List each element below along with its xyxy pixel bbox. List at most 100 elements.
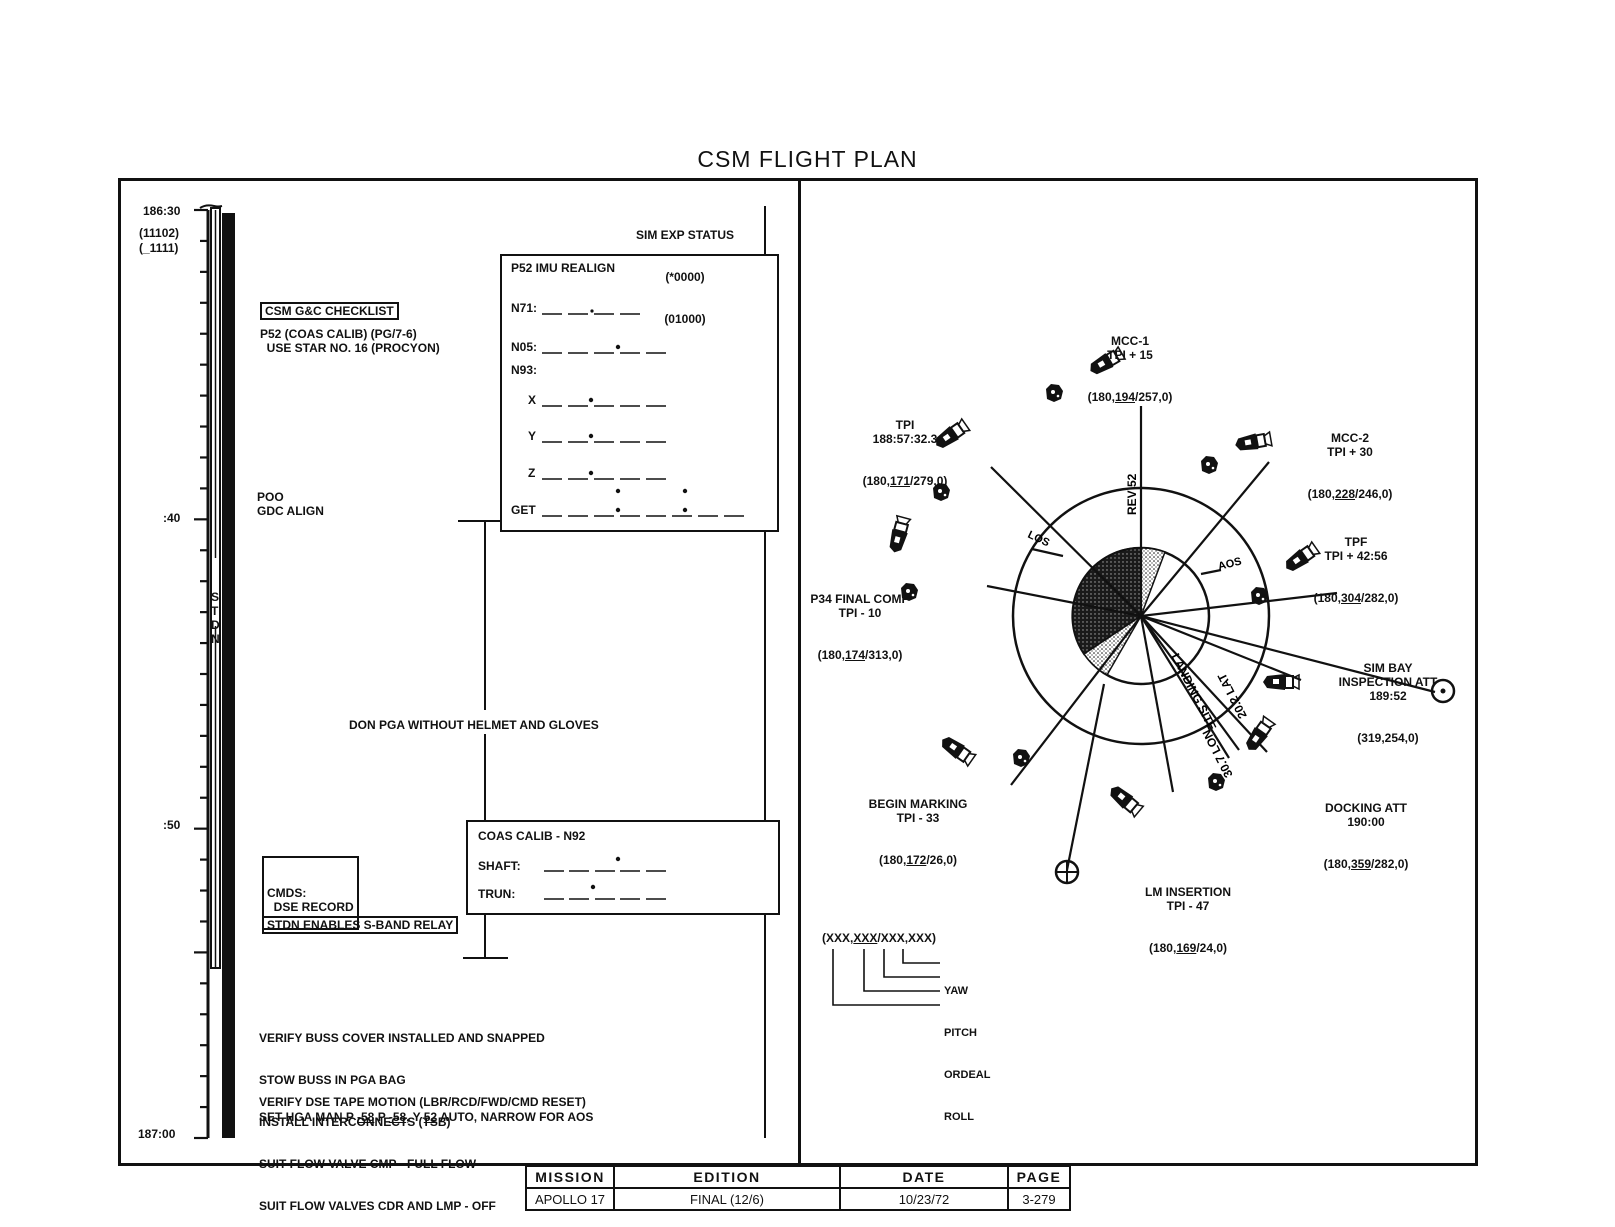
lon-label: 30.7 LON	[1200, 727, 1236, 780]
gdc-align-line: GDC ALIGN	[257, 504, 324, 518]
target-right-icon	[1430, 678, 1456, 704]
time-start: 186:30	[143, 204, 181, 218]
legend-leaders	[832, 949, 940, 1006]
timeline-graphic	[194, 204, 235, 1140]
ray-p34	[986, 584, 1142, 618]
los-label: LOS	[1026, 529, 1052, 549]
ray-aos	[1200, 568, 1222, 576]
coas-entry-blanks	[544, 856, 666, 900]
n05-label: N05:	[511, 340, 538, 354]
csm-spacecraft-icon	[942, 737, 978, 768]
sim-exp-status: SIM EXP STATUS (*0000) (01000)	[620, 200, 750, 340]
ray-tpi	[990, 466, 1142, 617]
sim-exp-code1: (*0000)	[665, 270, 705, 284]
sim-exp-code2: (01000)	[664, 312, 706, 326]
attitude-format: (XXX,XXX/XXX,XXX)	[822, 931, 937, 945]
coas-box-title: COAS CALIB - N92	[478, 829, 586, 843]
lm-spacecraft-icon	[1208, 773, 1225, 791]
legend-roll: ROLL	[944, 1111, 974, 1123]
coas-calib-box: COAS CALIB - N92 SHAFT: TRUN:	[466, 820, 780, 915]
y-label: Y	[528, 429, 537, 443]
mission-value: APOLLO 17	[525, 1187, 615, 1211]
center-divider	[798, 180, 801, 1163]
rev52-label: REV 52	[1125, 473, 1139, 515]
get-label: GET	[511, 503, 536, 517]
time-end: 187:00	[138, 1127, 176, 1141]
csm-spacecraft-icon	[1090, 345, 1127, 375]
lm-spacecraft-icon	[901, 583, 918, 601]
csm-spacecraft-icon	[889, 514, 912, 553]
footer-info-table: MISSION EDITION DATE PAGE APOLLO 17 FINA…	[525, 1165, 1071, 1211]
ray-tpf	[1140, 591, 1338, 618]
cmds-box: CMDS: DSE RECORD	[262, 856, 359, 930]
csm-spacecraft-icon	[1235, 430, 1273, 451]
ray-los	[1031, 547, 1064, 558]
shaft-label: SHAFT:	[478, 859, 521, 873]
csm-spacecraft-icon	[1286, 540, 1322, 571]
set-hga-line: SET HGA MAN P -58 P -58, Y 52 AUTO, NARR…	[259, 1110, 594, 1124]
lm-spacecraft-icon	[933, 483, 950, 501]
lm-spacecraft-icon	[1201, 456, 1218, 474]
x-label: X	[528, 393, 537, 407]
sim-exp-label: SIM EXP STATUS	[635, 228, 734, 242]
lm-spacecraft-icon	[1251, 587, 1268, 605]
ray-mcc2	[1140, 461, 1270, 617]
timeline-ticks	[194, 208, 208, 1140]
lm-spacecraft-icon	[1046, 384, 1063, 402]
csm-spacecraft-icon	[1246, 714, 1277, 750]
legend-pitch: PITCH	[944, 1027, 977, 1039]
trun-label: TRUN:	[478, 887, 516, 901]
edition-value: FINAL (12/6)	[613, 1187, 841, 1211]
terminator-sector-1	[1140, 547, 1166, 617]
page-value: 3-279	[1007, 1187, 1071, 1211]
mission-header: MISSION	[525, 1165, 615, 1189]
don-pga-line: DON PGA WITHOUT HELMET AND GLOVES	[349, 718, 599, 732]
ray-simbay-2	[1140, 614, 1302, 682]
poo-line: POO	[257, 490, 284, 504]
csm-spacecraft-icon	[1263, 673, 1300, 691]
z-label: Z	[528, 466, 536, 480]
p52-imu-realign-box: P52 IMU REALIGN N71: N05: N93: X Y Z GET	[500, 254, 779, 532]
p52-coas-line: P52 (COAS CALIB) (PG/7-6)	[260, 327, 417, 341]
start-code-1: (11102)	[139, 226, 180, 240]
p52-box-title: P52 IMU REALIGN	[511, 261, 616, 275]
legend-ordeal: ORDEAL	[944, 1069, 991, 1081]
ray-docking	[1140, 615, 1268, 753]
aos-label: AOS	[1217, 555, 1243, 572]
lm-spacecraft-icon	[1013, 749, 1030, 767]
time-mark-50: :50	[163, 818, 181, 832]
csm-spacecraft-icon	[1110, 786, 1145, 819]
date-header: DATE	[839, 1165, 1009, 1189]
legend-labels: YAW PITCH ORDEAL ROLL	[944, 956, 990, 1138]
p52-entry-blanks	[542, 309, 744, 517]
csm-spacecraft-icon	[936, 417, 972, 448]
page-frame	[118, 178, 1478, 1166]
ray-lat	[1140, 615, 1240, 751]
ray-begin-marking	[1010, 615, 1142, 786]
verify-list: VERIFY BUSS COVER INSTALLED AND SNAPPED …	[259, 1031, 545, 1213]
ray-terminal	[1065, 683, 1106, 871]
black-bar	[222, 213, 235, 1138]
rendezvous-diagram: REV 52 LOS AOS LANDING SITE 20.2 LAT 30.…	[889, 345, 1456, 885]
use-star-line: USE STAR NO. 16 (PROCYON)	[260, 341, 440, 355]
ray-lm	[1139, 615, 1175, 793]
ray-lon	[1140, 615, 1230, 759]
date-value: 10/23/72	[839, 1187, 1009, 1211]
ray-simbay-1	[1140, 614, 1436, 694]
page-title: CSM FLIGHT PLAN	[697, 146, 918, 172]
n93-label: N93:	[511, 363, 538, 377]
time-mark-40: :40	[163, 511, 181, 525]
page-header: PAGE	[1007, 1165, 1071, 1189]
start-code-2: (_1111)	[139, 241, 179, 255]
spacecraft-icons	[889, 345, 1322, 819]
terminator-sector-2	[1082, 615, 1142, 677]
edition-header: EDITION	[613, 1165, 841, 1189]
